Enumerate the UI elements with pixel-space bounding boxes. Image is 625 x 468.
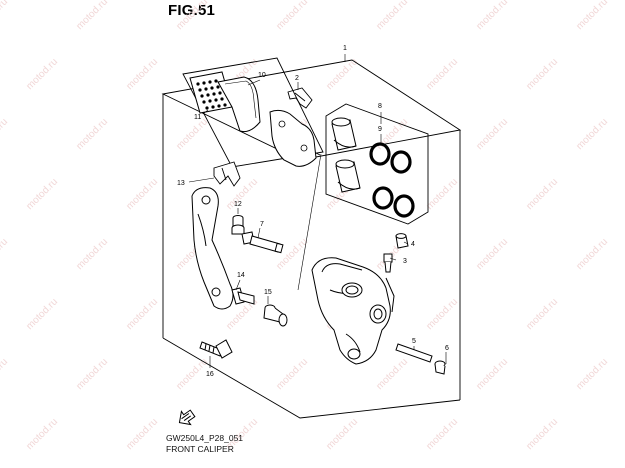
watermark-text: motod.ru bbox=[0, 116, 10, 152]
bleeder-cap bbox=[395, 233, 409, 249]
front-arrow-icon bbox=[178, 409, 196, 426]
callout-15: 15 bbox=[264, 289, 272, 296]
watermark-text: motod.ru bbox=[424, 296, 460, 332]
bleeder-valve bbox=[383, 253, 393, 273]
watermark-layer: motod.ru motod.ru motod.ru motod.ru motod.ru… bbox=[0, 0, 625, 452]
watermark-text: motod.ru bbox=[474, 116, 510, 152]
watermark-text: motod.ru bbox=[74, 236, 110, 272]
caliper-kit-outline bbox=[161, 59, 462, 419]
callout-10: 10 bbox=[258, 72, 266, 79]
watermark-text: motod.ru bbox=[424, 416, 460, 452]
watermark-text: motod.ru bbox=[174, 0, 210, 32]
slide-pin-lower bbox=[231, 287, 255, 305]
watermark-text: motod.ru bbox=[24, 176, 60, 212]
watermark-text: motod.ru bbox=[74, 356, 110, 392]
callout-2: 2 bbox=[295, 75, 299, 82]
watermark-text: motod.ru bbox=[374, 116, 410, 152]
watermark-text: motod.ru bbox=[124, 416, 160, 452]
callout-5: 5 bbox=[412, 338, 416, 345]
brake-pad-11 bbox=[189, 71, 261, 133]
watermark-text: motod.ru bbox=[574, 116, 610, 152]
watermark-text: motod.ru bbox=[174, 356, 210, 392]
callout-7: 7 bbox=[260, 221, 264, 228]
watermark-text: motod.ru bbox=[374, 0, 410, 32]
piston-seal-box bbox=[325, 103, 429, 225]
pad-spring bbox=[287, 87, 313, 109]
callout-13: 13 bbox=[177, 180, 185, 187]
watermark-text: motod.ru bbox=[524, 416, 560, 452]
caliper-bracket bbox=[191, 187, 234, 310]
brake-pad-inner bbox=[269, 109, 317, 167]
watermark-text: motod.ru bbox=[274, 356, 310, 392]
caliper-pin-boot bbox=[434, 360, 446, 375]
diagram-name: FRONT CALIPER bbox=[166, 444, 234, 454]
watermark-text: motod.ru bbox=[124, 56, 160, 92]
callout-4: 4 bbox=[411, 241, 415, 248]
diagram-code: GW250L4_P28_051 bbox=[166, 433, 244, 443]
callout-9: 9 bbox=[378, 126, 382, 133]
watermark-text: motod.ru bbox=[474, 0, 510, 32]
figure-title: FIG.51 bbox=[168, 2, 216, 19]
watermark-text: motod.ru bbox=[474, 356, 510, 392]
watermark-text: motod.ru bbox=[574, 236, 610, 272]
caliper-body bbox=[311, 257, 395, 365]
watermark-text: motod.ru bbox=[524, 56, 560, 92]
caliper-pin bbox=[395, 343, 433, 363]
watermark-text: motod.ru bbox=[524, 296, 560, 332]
watermark-text: motod.ru bbox=[0, 0, 10, 32]
watermark-text: motod.ru bbox=[524, 176, 560, 212]
watermark-text: motod.ru bbox=[24, 416, 60, 452]
watermark-text: motod.ru bbox=[574, 356, 610, 392]
watermark-text: motod.ru bbox=[274, 236, 310, 272]
callout-8: 8 bbox=[378, 103, 382, 110]
callout-11: 11 bbox=[194, 114, 201, 121]
watermark-text: motod.ru bbox=[324, 416, 360, 452]
watermark-text: motod.ru bbox=[74, 116, 110, 152]
watermark-text: motod.ru bbox=[424, 176, 460, 212]
mounting-bolt bbox=[199, 339, 233, 359]
callout-16: 16 bbox=[206, 371, 214, 378]
callout-6: 6 bbox=[445, 345, 449, 352]
watermark-text: motod.ru bbox=[0, 236, 10, 272]
callout-1: 1 bbox=[343, 45, 347, 52]
callout-12: 12 bbox=[234, 201, 242, 208]
pin-boot bbox=[263, 304, 288, 327]
watermark-text: motod.ru bbox=[374, 356, 410, 392]
watermark-text: motod.ru bbox=[174, 116, 210, 152]
watermark-text: motod.ru bbox=[424, 56, 460, 92]
bushing bbox=[231, 215, 245, 235]
watermark-text: motod.ru bbox=[24, 296, 60, 332]
slide-pin-upper bbox=[241, 231, 284, 254]
callout-14: 14 bbox=[237, 272, 245, 279]
callout-labels: 1 2 3 4 5 6 7 8 9 10 11 12 13 14 15 16 bbox=[177, 45, 449, 378]
watermark-text: motod.ru bbox=[74, 0, 110, 32]
watermark-text: motod.ru bbox=[0, 356, 10, 392]
watermark-text: motod.ru bbox=[224, 176, 260, 212]
watermark-text: motod.ru bbox=[24, 56, 60, 92]
leader-lines bbox=[188, 54, 447, 368]
callout-3: 3 bbox=[403, 258, 407, 265]
watermark-text: motod.ru bbox=[474, 236, 510, 272]
watermark-text: motod.ru bbox=[274, 0, 310, 32]
watermark-text: motod.ru bbox=[124, 176, 160, 212]
watermark-text: motod.ru bbox=[124, 296, 160, 332]
watermark-text: motod.ru bbox=[574, 0, 610, 32]
pad-clip bbox=[213, 161, 241, 187]
